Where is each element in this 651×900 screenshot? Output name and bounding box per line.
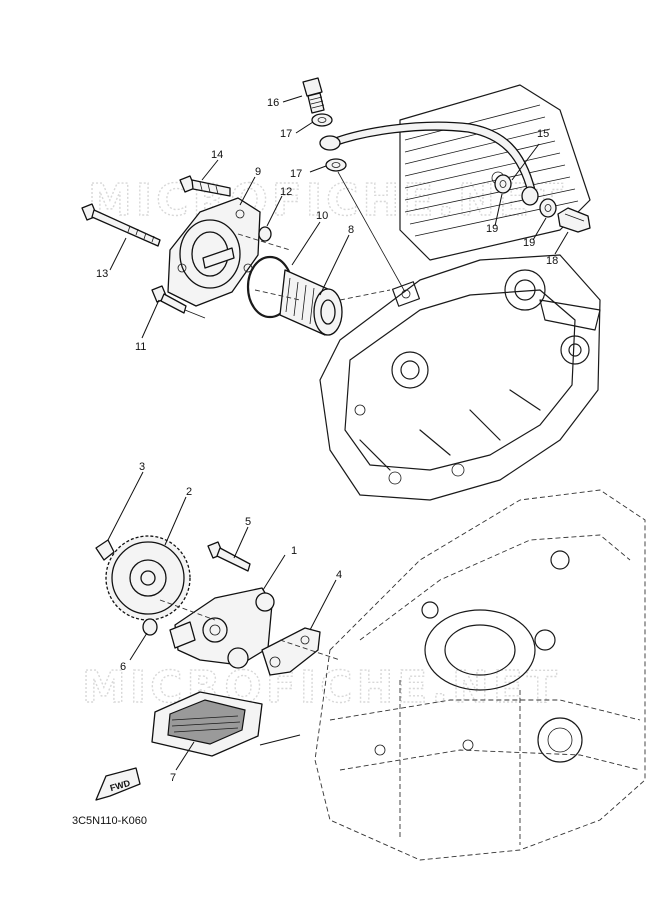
oil-filter-cover bbox=[167, 197, 261, 307]
washer-19-right bbox=[539, 198, 557, 218]
union-bolt-16 bbox=[302, 77, 325, 114]
callout-3: 3 bbox=[139, 461, 145, 473]
union-bolt-18 bbox=[557, 207, 591, 233]
callout-10: 10 bbox=[316, 210, 328, 222]
callout-9: 9 bbox=[255, 166, 261, 178]
callout-7: 7 bbox=[170, 772, 176, 784]
callout-15: 15 bbox=[537, 128, 549, 140]
callout-14: 14 bbox=[211, 149, 223, 161]
callout-5: 5 bbox=[245, 516, 251, 528]
collar-6 bbox=[142, 618, 158, 636]
cover-bolt-11 bbox=[151, 285, 187, 314]
callout-18: 18 bbox=[546, 255, 558, 267]
callout-19-right: 19 bbox=[523, 237, 535, 249]
callout-1: 1 bbox=[291, 545, 297, 557]
oil-delivery-pipe bbox=[319, 121, 539, 206]
pump-screw-5 bbox=[207, 541, 251, 572]
callout-17-upper: 17 bbox=[280, 128, 292, 140]
cover-bolt-13 bbox=[81, 203, 161, 247]
callout-12: 12 bbox=[280, 186, 292, 198]
oil-pump-gear bbox=[105, 535, 191, 621]
callout-16: 16 bbox=[267, 97, 279, 109]
washer-17-lower bbox=[325, 158, 347, 172]
pump-gasket bbox=[261, 627, 321, 676]
callout-19-left: 19 bbox=[486, 223, 498, 235]
callout-8: 8 bbox=[348, 224, 354, 236]
fwd-arrow: FWD bbox=[95, 767, 141, 801]
oil-strainer bbox=[151, 691, 263, 757]
callout-6: 6 bbox=[120, 661, 126, 673]
washer-19-left bbox=[494, 174, 512, 194]
oil-filter-element bbox=[279, 269, 343, 336]
callout-11: 11 bbox=[135, 341, 146, 353]
callout-2: 2 bbox=[186, 486, 192, 498]
drawing-code: 3C5N110-K060 bbox=[72, 815, 148, 827]
callout-4: 4 bbox=[336, 569, 342, 581]
circlip-3 bbox=[95, 539, 115, 561]
oil-pump-assembly bbox=[169, 587, 275, 669]
engine-lower-casing bbox=[314, 489, 646, 861]
washer-17-upper bbox=[311, 113, 333, 127]
callout-13: 13 bbox=[96, 268, 108, 280]
engine-upper-casing bbox=[319, 84, 601, 501]
cover-bolt-14 bbox=[179, 175, 231, 197]
watermark-bottom: MICROFICHE.NET bbox=[82, 662, 561, 713]
callout-17-lower: 17 bbox=[290, 168, 302, 180]
o-ring-12 bbox=[258, 226, 272, 242]
